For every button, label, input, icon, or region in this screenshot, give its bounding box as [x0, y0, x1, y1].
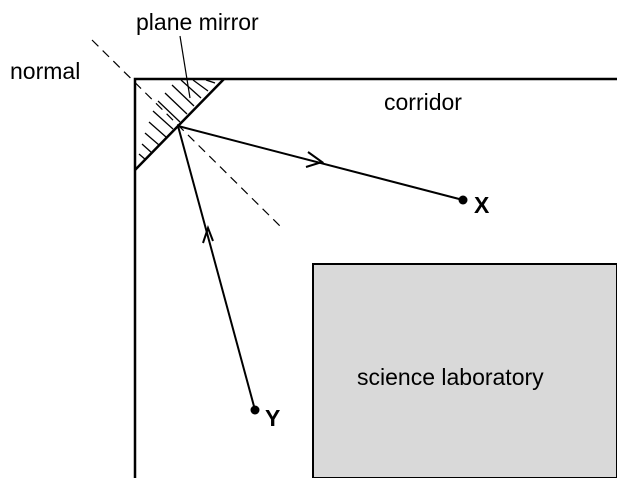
science-laboratory-label: science laboratory	[357, 364, 544, 390]
plane-mirror-label: plane mirror	[136, 9, 259, 35]
reflected-ray-arrowhead	[305, 151, 325, 168]
mirror-label-pointer	[179, 35, 191, 99]
point-x-label: X	[474, 192, 490, 218]
incident-ray	[177, 125, 256, 411]
mirror-hatching	[138, 79, 216, 161]
normal-label: normal	[10, 58, 80, 84]
point-x-dot	[458, 195, 468, 205]
normal-line	[91, 39, 283, 229]
incident-ray-arrowhead	[202, 225, 214, 244]
plane-mirror	[134, 78, 225, 171]
science-laboratory-block	[312, 263, 617, 478]
point-y-dot	[250, 405, 260, 415]
point-y-label: Y	[265, 405, 280, 431]
corridor-outer-wall	[133, 77, 617, 478]
corridor-label: corridor	[384, 89, 462, 115]
